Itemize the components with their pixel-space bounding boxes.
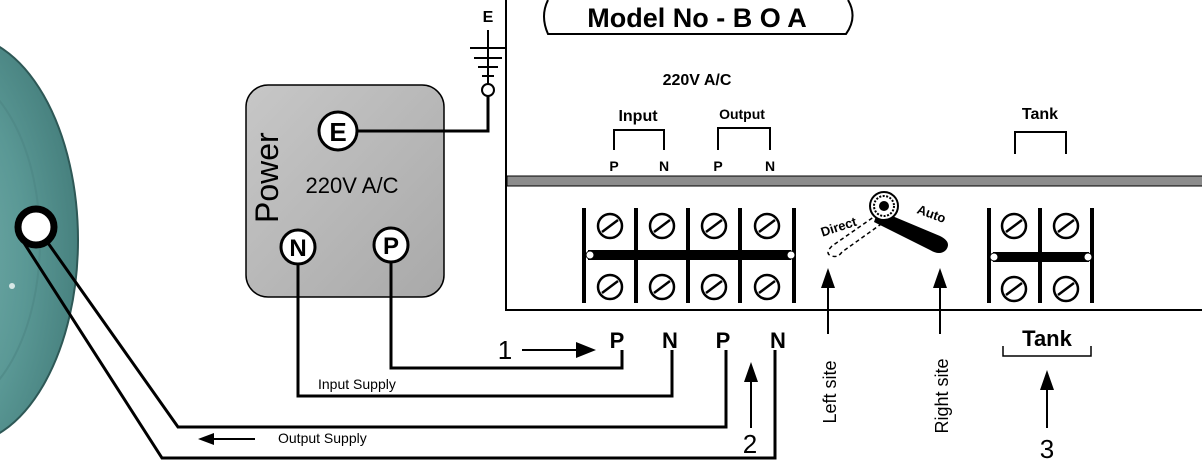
left-site-label: Left site xyxy=(820,360,840,423)
callout-3: 3 xyxy=(1040,434,1054,464)
power-title: Power xyxy=(249,132,285,223)
bottom-tank-label: Tank xyxy=(1022,326,1072,351)
mode-toggle-switch[interactable] xyxy=(827,191,948,258)
bottom-pin-n1: N xyxy=(662,328,678,353)
terminal-screw-icon xyxy=(1000,212,1080,303)
panel-divider xyxy=(506,175,1202,187)
earth-terminal-label: E xyxy=(329,117,346,147)
callout-3-arrow-icon xyxy=(1040,370,1054,428)
callout-1: 1 xyxy=(498,335,512,365)
model-title-frame xyxy=(543,0,854,35)
right-site-label: Right site xyxy=(932,358,952,433)
right-site-arrow-icon xyxy=(933,268,947,334)
output-supply-label: Output Supply xyxy=(278,430,367,446)
controller-voltage: 220V A/C xyxy=(663,72,732,89)
wires xyxy=(22,96,777,460)
terminal-bus-bar xyxy=(588,250,791,260)
left-site-arrow-icon xyxy=(821,268,835,334)
phase-terminal-label: P xyxy=(383,233,399,260)
earth-ground-icon xyxy=(470,30,506,97)
output-arrow-icon xyxy=(198,433,255,445)
earth-label: E xyxy=(483,9,494,26)
tank-label: Tank xyxy=(1022,106,1058,123)
output-bracket xyxy=(717,127,771,150)
tank-terminal-block xyxy=(987,208,1094,303)
motor-cable-port xyxy=(14,205,58,249)
callout-2-arrow-icon xyxy=(744,362,758,428)
input-bracket xyxy=(613,129,665,150)
callout-1-arrow-icon xyxy=(522,342,596,358)
tank-bus-bar xyxy=(993,252,1089,262)
model-title: Model No - B O A xyxy=(587,3,806,33)
callout-2: 2 xyxy=(743,429,757,459)
power-voltage: 220V A/C xyxy=(306,173,399,198)
motor-wire-inner xyxy=(46,242,728,429)
neutral-input-wire xyxy=(296,264,674,398)
main-terminal-block xyxy=(582,208,796,303)
terminal-screw-icon xyxy=(596,212,781,301)
input-label: Input xyxy=(618,108,658,125)
tank-bracket xyxy=(1014,131,1067,154)
bottom-pin-p2: P xyxy=(716,328,731,353)
earth-wire xyxy=(357,96,490,133)
input-pin-n: N xyxy=(659,158,669,174)
bottom-tank-bracket xyxy=(1002,346,1092,357)
bottom-pin-n2: N xyxy=(770,328,786,353)
bottom-pin-p1: P xyxy=(610,328,625,353)
input-pin-p: P xyxy=(609,158,618,174)
neutral-terminal-label: N xyxy=(289,235,306,262)
switch-lever xyxy=(874,210,948,253)
switch-direct-ghost xyxy=(827,212,886,258)
output-pin-p: P xyxy=(713,158,722,174)
input-supply-label: Input Supply xyxy=(318,376,396,392)
controller-box xyxy=(505,0,1202,311)
motor-wire-outer xyxy=(22,242,777,460)
output-pin-n: N xyxy=(765,158,775,174)
phase-input-wire xyxy=(389,262,624,370)
output-label: Output xyxy=(719,106,765,122)
